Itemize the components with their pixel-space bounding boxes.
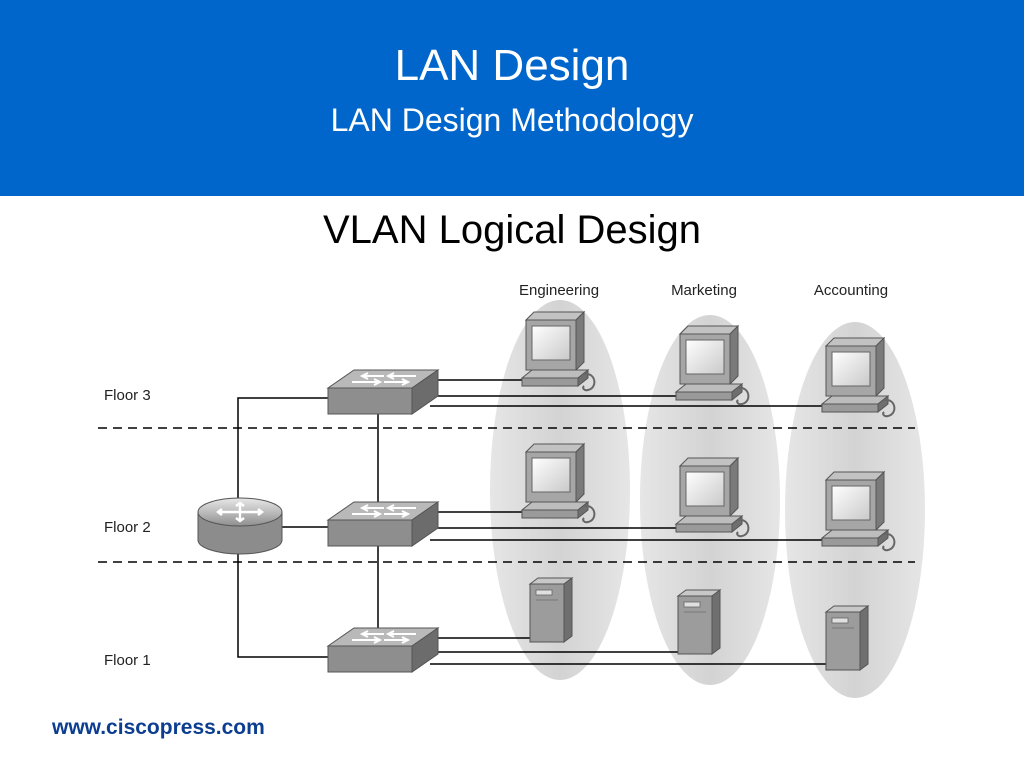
- floor1-links: [430, 637, 826, 665]
- group-label-marketing: Marketing: [671, 282, 737, 299]
- pc-marketing-floor3: [675, 325, 750, 406]
- router-icon: [197, 497, 283, 555]
- footer-url: www.ciscopress.com: [52, 716, 265, 739]
- pc-engineering-floor3: [521, 311, 596, 392]
- floor-label-1: Floor 1: [104, 652, 151, 669]
- floor2-links: [430, 511, 822, 541]
- server-accounting-floor1: [825, 605, 869, 671]
- floor3-links: [430, 379, 822, 407]
- group-label-engineering: Engineering: [519, 282, 599, 299]
- slide-title: VLAN Logical Design: [323, 208, 701, 252]
- pc-accounting-floor2: [821, 471, 896, 552]
- floor-label-3: Floor 3: [104, 387, 151, 404]
- slide-header: LAN Design LAN Design Methodology: [0, 0, 1024, 196]
- group-label-accounting: Accounting: [814, 282, 888, 299]
- floor-label-2: Floor 2: [104, 519, 151, 536]
- server-engineering-floor1: [529, 577, 573, 643]
- switch-floor-2: [327, 501, 439, 547]
- switch-floor-3: [327, 369, 439, 415]
- slide-header-title: LAN Design: [394, 41, 630, 90]
- switch-floor-1: [327, 627, 439, 673]
- pc-accounting-floor3: [821, 337, 896, 418]
- pc-marketing-floor2: [675, 457, 750, 538]
- backbone-links: [237, 397, 379, 658]
- slide-header-subtitle: LAN Design Methodology: [330, 102, 694, 138]
- pc-engineering-floor2: [521, 443, 596, 524]
- server-marketing-floor1: [677, 589, 721, 655]
